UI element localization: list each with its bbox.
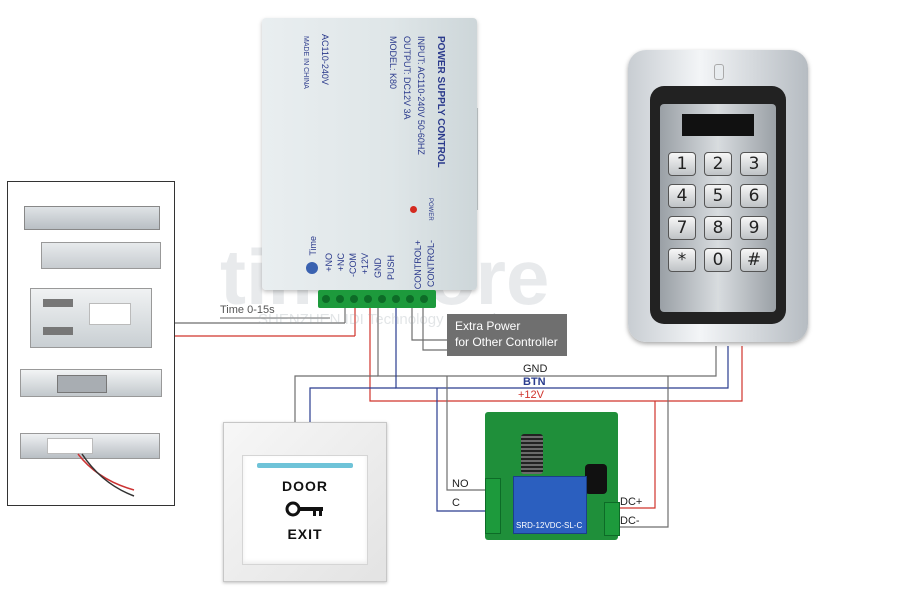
keypad-bezel: 1 2 3 4 5 6 7 8 9 * 0 #: [650, 86, 786, 324]
psu-term-control-plus: CONTROL+: [413, 240, 423, 290]
wire-exit-blue: [309, 387, 396, 422]
keypad-display: [682, 114, 754, 136]
exit-button[interactable]: DOOR EXIT: [242, 455, 368, 565]
wire-btn: [395, 306, 729, 389]
extra-power-line2: for Other Controller: [455, 335, 558, 349]
exit-top-text: DOOR: [282, 478, 328, 494]
bolt-lock-image: [30, 288, 152, 348]
magnetic-lock-image: [24, 206, 160, 230]
wire-extra-2: [422, 306, 447, 351]
psu-ac: AC110-240V: [320, 34, 330, 85]
relay-antenna-icon: [521, 434, 543, 474]
wire-extra-1: [411, 306, 447, 341]
v12-label: +12V: [518, 389, 544, 401]
psu-time-label: Time: [308, 236, 318, 256]
lock-options-panel: [7, 181, 175, 506]
psu-model: MODEL: K80: [388, 36, 398, 90]
c-label: C: [452, 497, 460, 509]
key-6[interactable]: 6: [740, 184, 768, 208]
relay-board: SRD-12VDC-SL-C: [485, 412, 620, 540]
key-2[interactable]: 2: [704, 152, 732, 176]
psu-power-label: POWER: [427, 198, 433, 221]
relay-model-text: SRD-12VDC-SL-C: [516, 521, 583, 530]
cabinet-lock-wires: [77, 453, 135, 497]
psu-term-control-minus: CONTROL-: [426, 240, 436, 287]
access-keypad: 1 2 3 4 5 6 7 8 9 * 0 #: [628, 50, 808, 342]
exit-button-panel: DOOR EXIT: [223, 422, 387, 582]
relay-capacitor-icon: [585, 464, 607, 494]
watermark-company: SHENZHEN IDI Technology Co.,Ltd: [258, 311, 497, 328]
wire-exit-gray: [294, 375, 378, 422]
power-led-icon: [410, 206, 417, 213]
extra-power-callout: Extra Power for Other Controller: [447, 314, 567, 356]
key-5[interactable]: 5: [704, 184, 732, 208]
gnd-label: GND: [523, 363, 548, 375]
btn-label: BTN: [523, 376, 546, 388]
psu-input: INPUT: AC110-240V 50-60HZ: [416, 36, 426, 155]
time-knob-icon: [306, 262, 318, 274]
key-9[interactable]: 9: [740, 216, 768, 240]
wire-relay-c: [436, 388, 485, 512]
extra-power-line1: Extra Power: [455, 319, 521, 333]
psu-term-nc: +NC: [336, 253, 346, 272]
no-label: NO: [452, 478, 469, 490]
key-4[interactable]: 4: [668, 184, 696, 208]
exit-bottom-text: EXIT: [287, 526, 323, 542]
key-1[interactable]: 1: [668, 152, 696, 176]
psu-title: POWER SUPPLY CONTROL: [435, 36, 446, 168]
psu-term-12v: +12V: [360, 253, 370, 275]
electric-strike-image: [20, 369, 162, 397]
dc-plus-label: DC+: [620, 496, 643, 508]
time-range-label: Time 0-15s: [220, 304, 275, 316]
key-star[interactable]: *: [668, 248, 696, 272]
wire-gnd: [377, 306, 717, 377]
exit-indicator-bar: [257, 463, 353, 468]
relay-terminal-right: [604, 502, 620, 536]
psu-term-no: +NO: [324, 253, 334, 272]
keypad-led-icon: [714, 64, 724, 80]
key-0[interactable]: 0: [704, 248, 732, 272]
key-hash[interactable]: #: [740, 248, 768, 272]
relay-coil: SRD-12VDC-SL-C: [513, 476, 587, 534]
wire-12v: [369, 306, 743, 402]
psu-made: MADE IN CHINA: [302, 36, 309, 89]
wire-relay-no: [446, 376, 485, 491]
cabinet-lock-image: [20, 433, 160, 459]
wire-relay-dcminus: [618, 376, 669, 528]
psu-terminal-block: [318, 290, 436, 308]
wire-relay-dcplus: [618, 401, 656, 509]
magnetic-lock-plate-image: [41, 242, 161, 269]
psu-term-push: PUSH: [386, 255, 396, 281]
dc-minus-label: DC-: [620, 515, 640, 527]
key-8[interactable]: 8: [704, 216, 732, 240]
key-3[interactable]: 3: [740, 152, 768, 176]
keypad-plate: 1 2 3 4 5 6 7 8 9 * 0 #: [660, 104, 776, 312]
terminal-screws: [322, 295, 428, 303]
key-icon: [285, 501, 323, 517]
key-7[interactable]: 7: [668, 216, 696, 240]
psu-term-com: -COM: [348, 253, 358, 277]
power-supply-unit: POWER SUPPLY CONTROL INPUT: AC110-240V 5…: [262, 18, 477, 290]
psu-output: OUTPUT: DC12V 3A: [402, 36, 412, 120]
psu-term-gnd: GND: [373, 258, 383, 278]
relay-terminal-left: [485, 478, 501, 534]
